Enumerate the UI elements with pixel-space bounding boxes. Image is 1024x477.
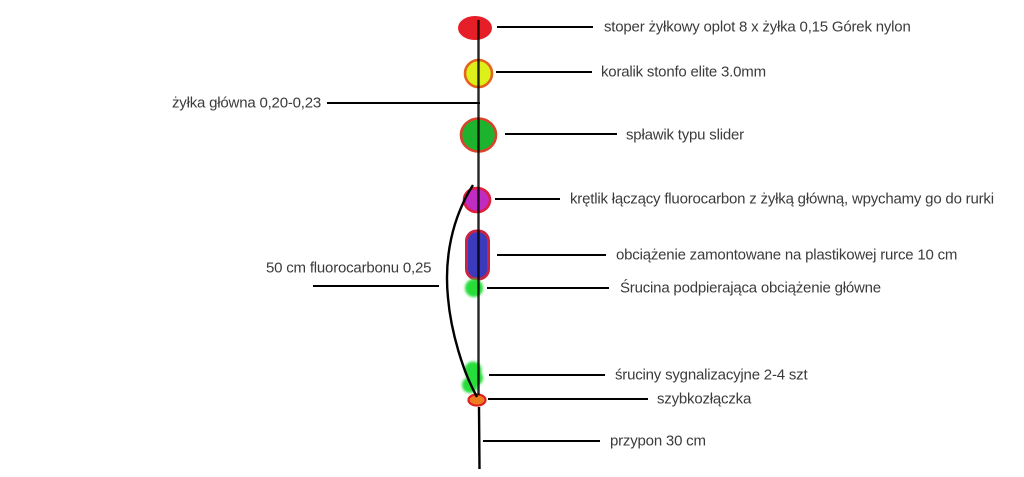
label-szybkozlaczka: szybkozłączka (657, 390, 752, 408)
label-srucina-glowna: Śrucina podpierająca obciążenie główne (620, 279, 881, 297)
fluorocarbon-curve (445, 184, 479, 398)
label-fluorocarbon: 50 cm fluorocarbonu 0,25 (266, 259, 432, 277)
label-zylka-glowna: żyłka główna 0,20-0,23 (172, 94, 322, 112)
szybkozlaczka-shape (467, 393, 487, 407)
srucina-glowna-shape (465, 279, 483, 297)
label-splawik: spławik typu slider (626, 126, 744, 144)
label-przypon: przypon 30 cm (610, 432, 706, 450)
label-obciazenie: obciążenie zamontowane na plastikowej ru… (616, 246, 958, 264)
label-kretlik: krętlik łączący fluorocarbon z żyłką głó… (570, 190, 994, 208)
stoper-shape (458, 16, 492, 40)
przypon-line (477, 406, 481, 470)
label-sruciny-sygnalizacyjne: śruciny sygnalizacyjne 2-4 szt (615, 366, 808, 384)
label-koralik: koralik stonfo elite 3.0mm (601, 63, 766, 81)
label-stoper: stoper żyłkowy oplot 8 x żyłka 0,15 Góre… (604, 18, 911, 36)
sruciny-sygnalizacyjne-shapes (462, 361, 483, 393)
